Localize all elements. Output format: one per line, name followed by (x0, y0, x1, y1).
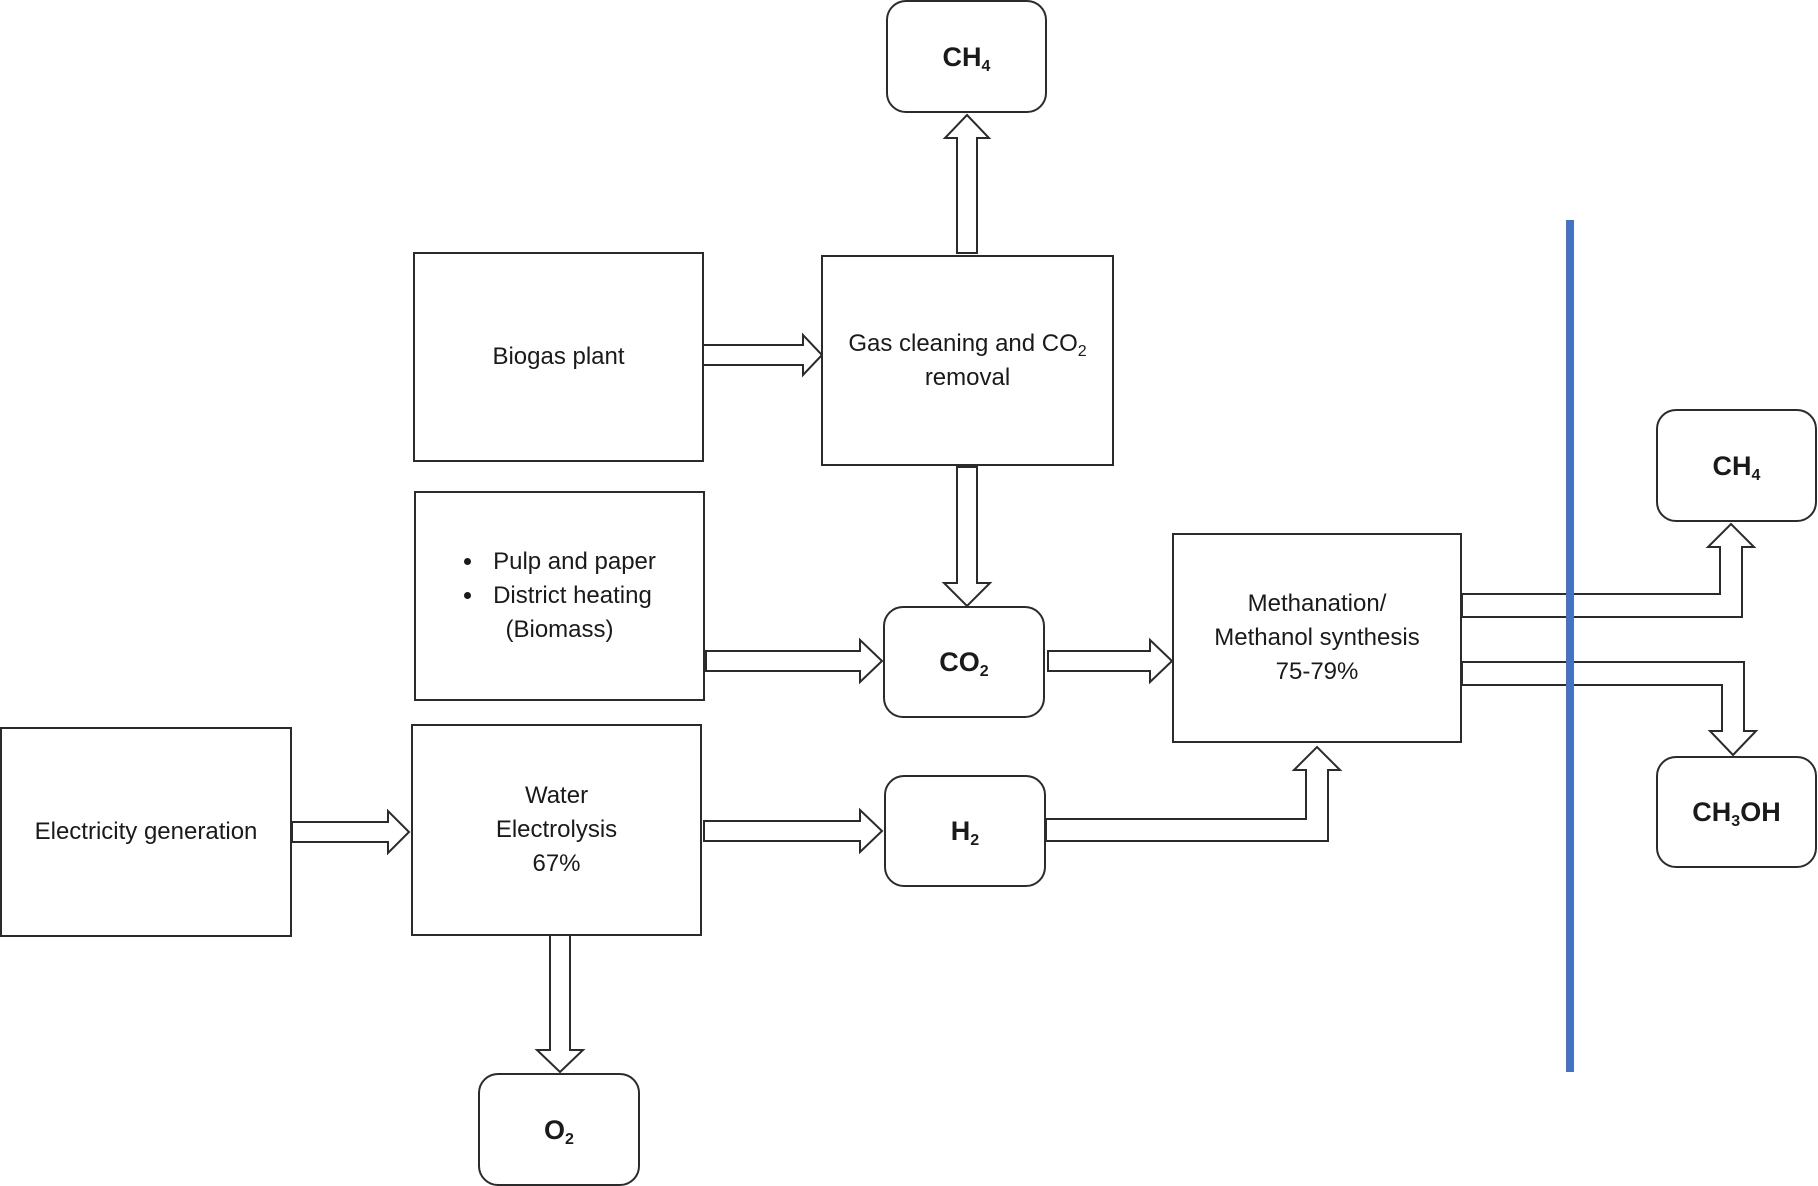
electrolysis-line1: Water (524, 782, 589, 809)
gas-cleaning-box: Gas cleaning and CO2 removal (821, 255, 1114, 466)
ch3oh-box: CH3OH (1656, 756, 1817, 868)
h2-box: H2 (884, 775, 1046, 887)
arrow-electricity-to-electrolysis (291, 808, 411, 856)
electrolysis-line2: Electrolysis (495, 816, 618, 843)
ch4-top-box: CH4 (886, 0, 1047, 113)
gas-cleaning-co2-subscript: 2 (1077, 342, 1087, 360)
arrow-gas-cleaning-to-co2 (941, 466, 993, 608)
source-list: Pulp and paper District heating (463, 545, 656, 613)
arrow-methanation-to-ch3oh (1461, 661, 1759, 757)
pulp-district-box: Pulp and paper District heating (Biomass… (414, 491, 705, 701)
gas-cleaning-line1: Gas cleaning and CO2 (848, 329, 1087, 360)
o2-box: O2 (478, 1073, 640, 1186)
co2-formula: CO2 (939, 647, 989, 680)
arrow-electrolysis-to-o2 (534, 934, 586, 1074)
source-item-district-heating: District heating (485, 579, 656, 613)
electrolysis-efficiency: 67% (532, 850, 581, 877)
biomass-note: (Biomass) (505, 616, 614, 643)
arrow-biogas-to-gas-cleaning (702, 332, 824, 378)
arrow-co2-to-methanation (1047, 637, 1174, 685)
arrow-pulp-to-co2 (705, 637, 884, 685)
ch3oh-formula: CH3OH (1692, 797, 1781, 830)
ch4-right-formula: CH4 (1712, 450, 1761, 484)
methanation-line1: Methanation/ (1247, 590, 1387, 617)
electricity-generation-label: Electricity generation (34, 818, 258, 845)
ch4-top-formula: CH4 (942, 41, 991, 75)
arrow-methanation-to-ch4 (1461, 522, 1757, 618)
biogas-plant-label: Biogas plant (492, 343, 625, 370)
electricity-generation-box: Electricity generation (0, 727, 292, 937)
methanation-efficiency: 75-79% (1275, 658, 1359, 685)
co2-box: CO2 (883, 606, 1045, 718)
arrow-electrolysis-to-h2 (703, 807, 884, 855)
methanation-line2: Methanol synthesis (1214, 624, 1420, 651)
h2-formula: H2 (950, 816, 980, 849)
o2-formula: O2 (544, 1114, 574, 1148)
source-item-pulp: Pulp and paper (485, 545, 656, 579)
water-electrolysis-box: Water Electrolysis 67% (411, 724, 702, 936)
ch4-right-box: CH4 (1656, 409, 1817, 522)
gas-cleaning-line2: removal (924, 363, 1011, 391)
arrow-gas-cleaning-to-ch4 (942, 113, 992, 254)
biogas-plant-box: Biogas plant (413, 252, 704, 462)
arrow-h2-to-methanation (1045, 745, 1343, 842)
methanation-box: Methanation/ Methanol synthesis 75-79% (1172, 533, 1462, 743)
